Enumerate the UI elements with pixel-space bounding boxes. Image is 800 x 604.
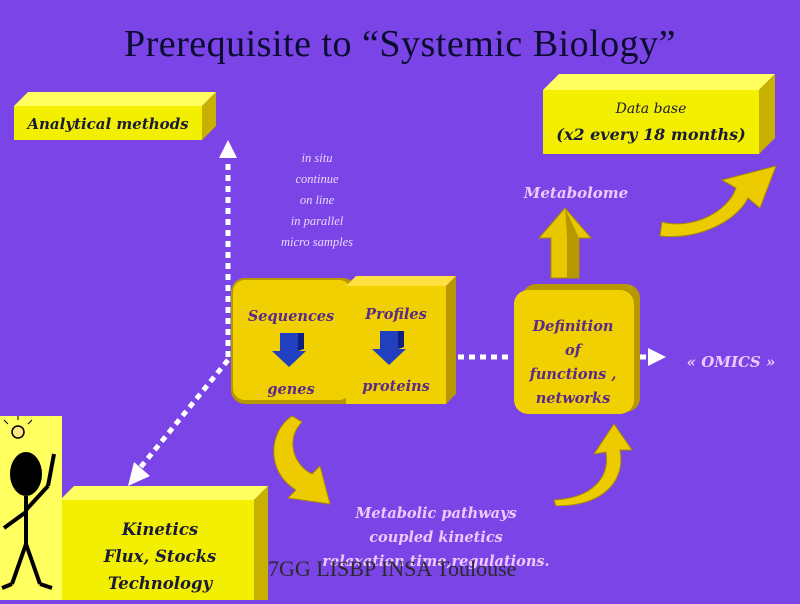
database-growth: (x2 every 18 months)	[556, 125, 746, 144]
curved-arrow-icon	[659, 165, 777, 238]
sequences-label: Sequences	[247, 308, 335, 325]
technique-item: continue	[295, 172, 339, 186]
genes-label: genes	[267, 381, 315, 398]
curved-arrow-icon	[273, 415, 331, 505]
page-title: Prerequisite to “Systemic Biology”	[123, 23, 677, 65]
definition-text: Definition of functions , networks	[514, 315, 632, 411]
metabolome-label: Metabolome	[523, 184, 629, 202]
omics-label: « OMICS »	[686, 353, 776, 371]
pathways-line: coupled kinetics	[369, 529, 503, 546]
kinetics-line: Technology	[107, 574, 213, 593]
up-arrow-icon	[537, 207, 593, 279]
thinking-person-icon	[1, 416, 56, 590]
footer-credit: 7GG LISBP INSA Toulouse	[268, 556, 517, 581]
thinking-figure-panel	[0, 416, 62, 600]
pathways-text: Metabolic pathways coupled kinetics rela…	[300, 502, 572, 574]
pathways-line: Metabolic pathways	[355, 505, 517, 522]
definition-line: of	[565, 342, 581, 359]
proteins-label: proteins	[362, 378, 430, 395]
analytical-methods-label: Analytical methods	[27, 115, 189, 133]
kinetics-line: Flux, Stocks	[103, 547, 217, 566]
kinetics-line: Kinetics	[121, 520, 199, 539]
profiles-label: Profiles	[365, 306, 427, 323]
technique-item: in parallel	[290, 214, 344, 228]
database-title: Data base	[615, 101, 687, 117]
pathways-line: relaxation time,regulations.	[322, 553, 550, 570]
definition-line: Definition	[532, 318, 614, 335]
technique-item: in situ	[301, 151, 333, 165]
definition-line: functions ,	[529, 366, 617, 383]
technique-item: micro samples	[280, 235, 354, 249]
techniques-list: in situ continue on line in parallel mic…	[257, 148, 377, 253]
technique-item: on line	[299, 193, 335, 207]
kinetics-text: Kinetics Flux, Stocks Technology	[60, 516, 260, 597]
curved-arrow-icon	[553, 423, 633, 506]
down-arrow-icon	[272, 333, 306, 367]
down-arrow-icon	[372, 331, 406, 365]
definition-line: networks	[535, 390, 611, 407]
